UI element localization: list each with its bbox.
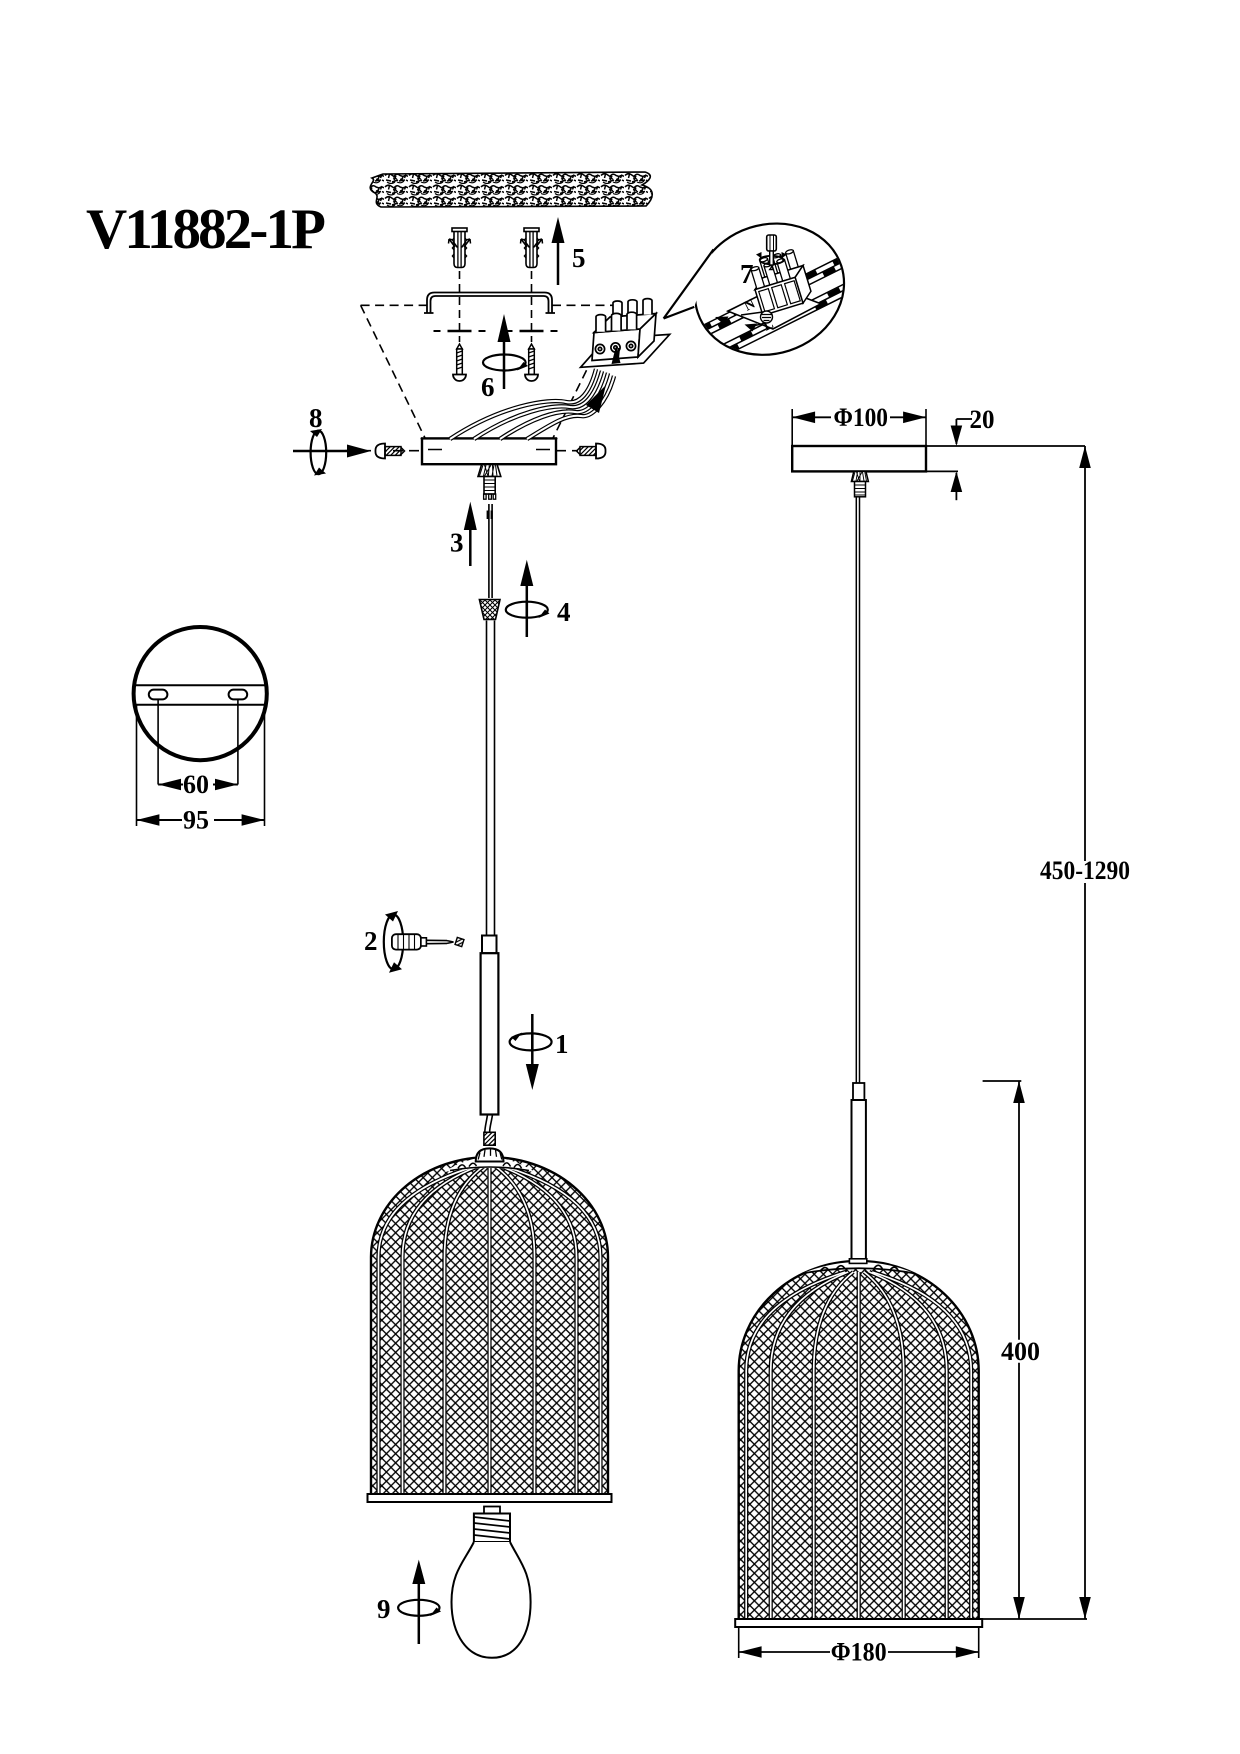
svg-text:20: 20 xyxy=(970,405,995,434)
svg-text:Φ100: Φ100 xyxy=(834,403,889,432)
svg-text:450-1290: 450-1290 xyxy=(1040,856,1130,885)
svg-text:9: 9 xyxy=(377,1594,391,1624)
svg-text:60: 60 xyxy=(183,770,209,799)
svg-text:8: 8 xyxy=(309,403,323,433)
svg-text:3: 3 xyxy=(450,528,464,558)
svg-text:7: 7 xyxy=(740,259,754,289)
svg-text:6: 6 xyxy=(481,372,495,402)
svg-text:Φ180: Φ180 xyxy=(831,1638,887,1667)
svg-text:95: 95 xyxy=(183,806,209,835)
svg-text:V11882-1P: V11882-1P xyxy=(86,198,326,261)
svg-text:5: 5 xyxy=(572,243,586,273)
svg-text:4: 4 xyxy=(557,597,571,627)
svg-text:400: 400 xyxy=(1001,1337,1040,1366)
svg-text:1: 1 xyxy=(555,1029,569,1059)
svg-text:2: 2 xyxy=(364,926,378,956)
